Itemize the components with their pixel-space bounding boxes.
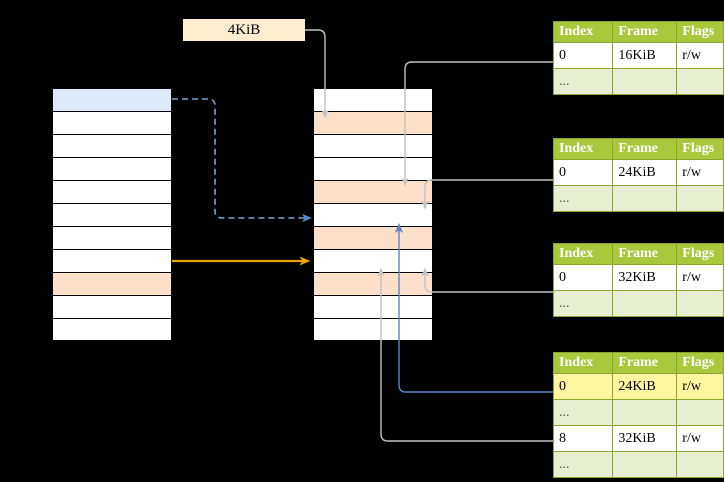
cell-index-r1: ...: [552, 185, 614, 212]
cell-index-r0: 0: [552, 159, 614, 186]
column-header-index: Index: [552, 21, 614, 43]
table-row: ...: [552, 290, 724, 317]
physical-frame-row-5: [313, 203, 433, 226]
cell-flags-r1: [676, 68, 724, 95]
column-header-frame: Frame: [612, 21, 678, 43]
physical-frame-row-8: [313, 272, 433, 295]
physical-frame-row-7: [313, 249, 433, 272]
physical-frame-row-1: [313, 111, 433, 134]
cell-frame-r0: 24KiB: [612, 159, 678, 186]
cell-frame-r1: [612, 399, 678, 426]
wire-virtual-blue-to-physical: [172, 98, 312, 223]
cell-index-r3: ...: [552, 451, 614, 478]
cell-index-r1: ...: [552, 290, 614, 317]
wire-table2-to-frame: [421, 179, 553, 210]
physical-frame-row-4: [313, 180, 433, 203]
table-row: ...: [552, 68, 724, 95]
table-row: ...: [552, 399, 724, 426]
column-header-frame: Frame: [612, 352, 678, 374]
cell-index-r0: 0: [552, 42, 614, 69]
virtual-page-row-10: [52, 318, 172, 341]
cell-flags-r0: r/w: [676, 42, 724, 69]
column-header-frame: Frame: [612, 138, 678, 160]
physical-frame-row-0: [313, 88, 433, 111]
cell-flags-r0: r/w: [676, 373, 724, 400]
column-header-flags: Flags: [676, 352, 724, 374]
virtual-page-row-7: [52, 249, 172, 272]
size-label-4kib: 4KiB: [183, 19, 305, 41]
virtual-page-row-1: [52, 111, 172, 134]
column-header-index: Index: [552, 352, 614, 374]
cell-frame-r1: [612, 290, 678, 317]
cell-frame-r0: 24KiB: [612, 373, 678, 400]
cell-index-r1: ...: [552, 68, 614, 95]
table-row: ...: [552, 185, 724, 212]
column-header-index: Index: [552, 243, 614, 265]
wire-table3-to-frame: [421, 267, 553, 293]
cell-frame-r1: [612, 185, 678, 212]
cell-frame-r0: 16KiB: [612, 42, 678, 69]
virtual-page-row-6: [52, 226, 172, 249]
cell-flags-r1: [676, 185, 724, 212]
cell-flags-r2: r/w: [676, 425, 724, 452]
cell-flags-r1: [676, 290, 724, 317]
cell-index-r1: ...: [552, 399, 614, 426]
cell-flags-r0: r/w: [676, 159, 724, 186]
column-header-index: Index: [552, 138, 614, 160]
cell-flags-r1: [676, 399, 724, 426]
virtual-page-row-8: [52, 272, 172, 295]
physical-frame-row-2: [313, 134, 433, 157]
column-header-flags: Flags: [676, 21, 724, 43]
cell-index-r2: 8: [552, 425, 614, 452]
virtual-address-space-column: [52, 88, 172, 341]
column-header-frame: Frame: [612, 243, 678, 265]
cell-frame-r3: [612, 451, 678, 478]
virtual-page-row-5: [52, 203, 172, 226]
table-row: ...: [552, 451, 724, 478]
virtual-page-row-2: [52, 134, 172, 157]
physical-frame-row-6: [313, 226, 433, 249]
cell-flags-r3: [676, 451, 724, 478]
physical-frame-row-9: [313, 295, 433, 318]
physical-frame-row-10: [313, 318, 433, 341]
cell-frame-r1: [612, 68, 678, 95]
cell-frame-r2: 32KiB: [612, 425, 678, 452]
virtual-page-row-0: [52, 88, 172, 111]
column-header-flags: Flags: [676, 138, 724, 160]
virtual-page-row-3: [52, 157, 172, 180]
virtual-page-row-9: [52, 295, 172, 318]
physical-frame-row-3: [313, 157, 433, 180]
cell-index-r0: 0: [552, 264, 614, 291]
physical-memory-column: [313, 88, 433, 341]
cell-flags-r0: r/w: [676, 264, 724, 291]
cell-frame-r0: 32KiB: [612, 264, 678, 291]
virtual-page-row-4: [52, 180, 172, 203]
cell-index-r0: 0: [552, 373, 614, 400]
column-header-flags: Flags: [676, 243, 724, 265]
